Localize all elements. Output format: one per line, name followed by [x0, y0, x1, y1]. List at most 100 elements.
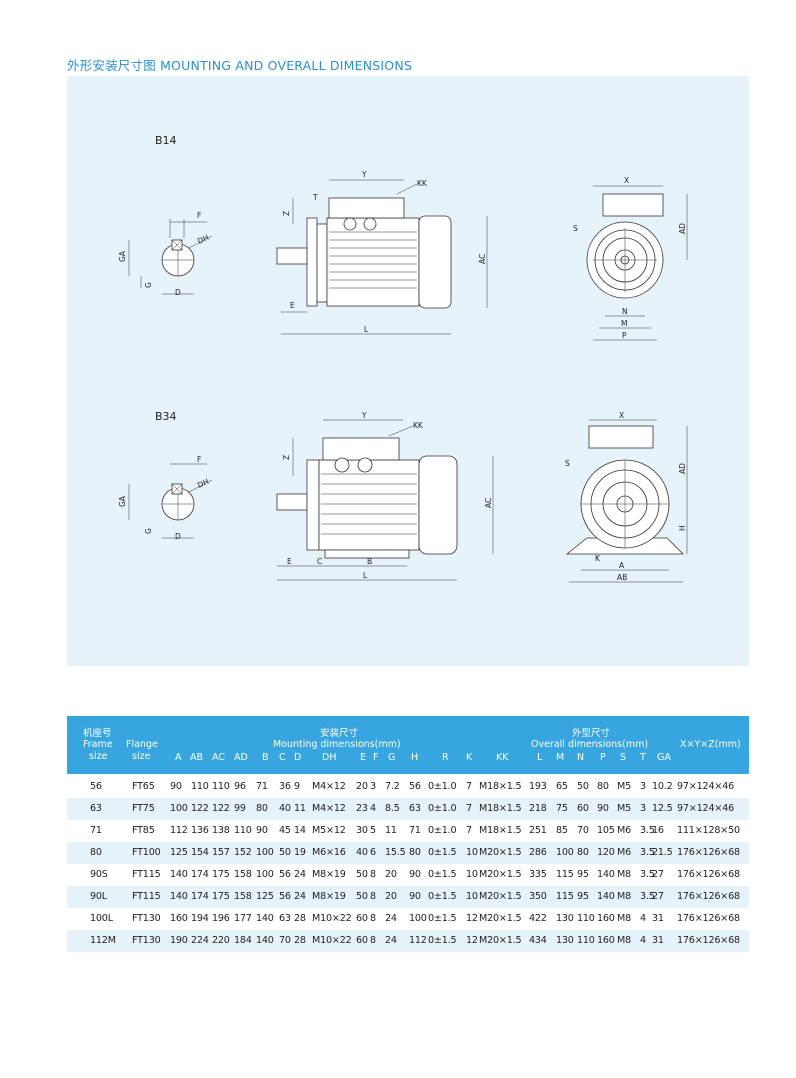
table-cell: 63: [409, 803, 421, 814]
table-cell: M6×16: [312, 847, 346, 858]
dim-H: H: [678, 525, 687, 531]
b14-shaft-section: F GA G D DH: [118, 211, 213, 297]
table-cell: 3: [370, 781, 376, 792]
table-cell: M20×1.5: [479, 869, 522, 880]
table-cell: 194: [191, 913, 209, 924]
table-cell: 112: [409, 935, 427, 946]
table-cell: 0±1.5: [428, 891, 457, 902]
table-cell: 27: [652, 869, 664, 880]
table-cell: 12: [466, 913, 478, 924]
header-overall-en: Overall dimensions(mm): [531, 739, 649, 750]
table-cell: 12.5: [652, 803, 673, 814]
dim-A: A: [619, 561, 625, 570]
table-cell: 70: [577, 825, 589, 836]
table-cell: 40: [356, 847, 368, 858]
table-cell: 80: [577, 847, 589, 858]
table-cell: 10: [466, 891, 478, 902]
dim-AD: AD: [678, 463, 687, 474]
table-cell: 65: [556, 781, 568, 792]
table-cell: 99: [234, 803, 246, 814]
table-cell: 85: [556, 825, 568, 836]
table-cell: 7.2: [385, 781, 400, 792]
table-cell: 0±1.0: [428, 781, 457, 792]
table-cell: 0±1.0: [428, 803, 457, 814]
table-cell: 97×124×46: [677, 781, 735, 792]
table-cell: FT100: [132, 847, 161, 858]
table-cell: M4×12: [312, 781, 346, 792]
table-cell: 174: [191, 869, 209, 880]
table-cell: FT130: [132, 913, 161, 924]
table-cell: 6: [370, 847, 376, 858]
table-cell: 335: [529, 869, 547, 880]
table-cell: 28: [294, 935, 306, 946]
table-cell: 177: [234, 913, 252, 924]
dim-GA: GA: [118, 495, 127, 507]
table-cell: 160: [170, 913, 188, 924]
table-cell: FT115: [132, 891, 161, 902]
table-cell: 160: [597, 935, 615, 946]
table-cell: 80: [409, 847, 421, 858]
dim-G: G: [144, 528, 153, 534]
table-cell: 0±1.5: [428, 847, 457, 858]
table-cell: 45: [279, 825, 291, 836]
table-cell: 136: [191, 825, 209, 836]
table-cell: 63: [90, 803, 102, 814]
table-cell: 0±1.5: [428, 869, 457, 880]
table-cell: 75: [556, 803, 568, 814]
table-cell: 120: [597, 847, 615, 858]
header-flange-size: size: [132, 751, 151, 762]
table-cell: 157: [212, 847, 230, 858]
b14-label: B14: [155, 134, 177, 147]
table-cell: 95: [577, 891, 589, 902]
dim-E: E: [290, 301, 295, 310]
table-cell: 160: [597, 913, 615, 924]
table-cell: M18×1.5: [479, 803, 522, 814]
table-cell: 56: [90, 781, 102, 792]
dim-D: D: [175, 532, 181, 541]
table-cell: 4: [640, 913, 646, 924]
table-cell: M5: [617, 781, 631, 792]
table-cell: M4×12: [312, 803, 346, 814]
dim-Y: Y: [361, 411, 367, 420]
dim-DH: DH: [196, 233, 210, 246]
column-header-ad: AD: [234, 752, 248, 763]
table-cell: 130: [556, 935, 574, 946]
b14-side-view: Y KK T Z AC E L: [276, 170, 488, 335]
dim-F: F: [197, 211, 201, 220]
table-cell: M20×1.5: [479, 913, 522, 924]
table-cell: 140: [597, 891, 615, 902]
dim-AD: AD: [678, 223, 687, 234]
table-cell: M18×1.5: [479, 781, 522, 792]
table-cell: 16: [652, 825, 664, 836]
table-cell: 40: [279, 803, 291, 814]
column-header-f: F: [373, 752, 379, 763]
table-cell: 9: [294, 781, 300, 792]
table-cell: M6: [617, 825, 631, 836]
table-cell: 218: [529, 803, 547, 814]
table-cell: 4: [640, 935, 646, 946]
table-cell: 7: [466, 781, 472, 792]
column-header-g: G: [388, 752, 396, 763]
table-cell: 100: [256, 869, 274, 880]
table-cell: M8: [617, 935, 631, 946]
table-cell: 140: [597, 869, 615, 880]
table-cell: 110: [212, 781, 230, 792]
table-cell: 105: [597, 825, 615, 836]
dim-P: P: [622, 331, 627, 340]
dim-Z: Z: [282, 455, 291, 460]
table-cell: 80: [90, 847, 102, 858]
table-cell: 8: [370, 891, 376, 902]
dim-N: N: [622, 307, 628, 316]
table-cell: 20: [385, 891, 397, 902]
table-cell: 80: [597, 781, 609, 792]
table-cell: M18×1.5: [479, 825, 522, 836]
table-cell: 350: [529, 891, 547, 902]
header-flange: Flange: [126, 739, 158, 750]
table-cell: 90: [256, 825, 268, 836]
table-cell: 3.5: [640, 825, 655, 836]
table-cell: FT115: [132, 869, 161, 880]
dim-Y: Y: [361, 170, 367, 179]
